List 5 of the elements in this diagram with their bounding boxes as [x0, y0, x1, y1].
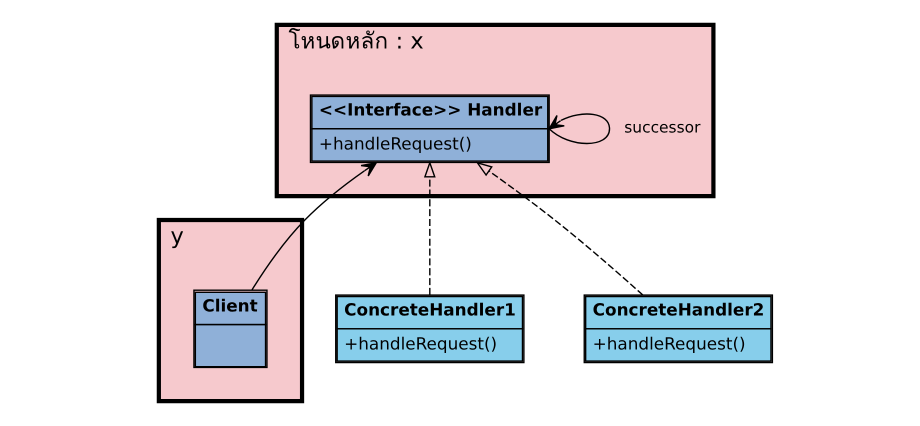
arrow — [548, 113, 610, 144]
edge-label: successor — [624, 118, 700, 137]
arrow — [476, 162, 644, 296]
arrow — [424, 160, 436, 295]
arrow — [251, 162, 377, 290]
